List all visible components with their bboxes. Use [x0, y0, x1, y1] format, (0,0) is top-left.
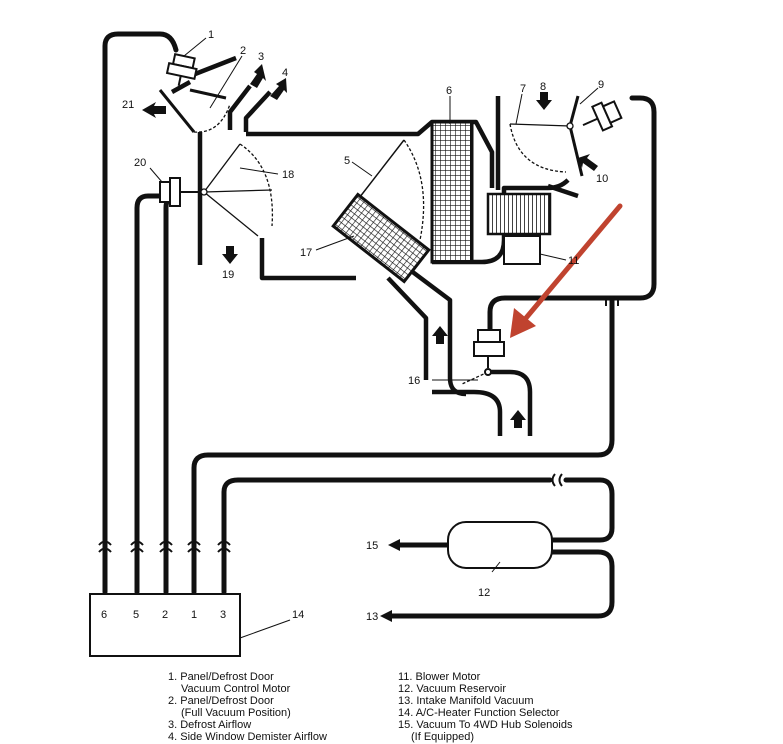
heater-core-17 [331, 192, 431, 284]
arrow-15 [388, 539, 400, 551]
callout-2: 2 [240, 45, 246, 57]
blower-motor-11 [486, 192, 567, 265]
hose-reservoir-to-13 [389, 549, 615, 619]
port-label-1: 1 [191, 609, 197, 621]
legend-item-13: 13. Intake Manifold Vacuum [398, 695, 534, 707]
demister-duct-b [243, 90, 272, 132]
callout-16: 16 [408, 375, 420, 387]
hose-reservoir-loop [549, 477, 615, 543]
demister-duct-a [227, 84, 252, 130]
callout-10: 10 [596, 173, 608, 185]
callout-9: 9 [598, 79, 604, 91]
callout-19: 19 [222, 269, 234, 281]
callout-15: 15 [366, 540, 378, 552]
callout-13: 13 [366, 611, 378, 623]
arrow-13 [380, 610, 392, 622]
vacuum-motor-1 [165, 53, 198, 86]
callout-3: 3 [258, 51, 264, 63]
legend-item-1-detail: Vacuum Control Motor [181, 683, 291, 695]
callout-12: 12 [478, 587, 490, 599]
legend-item-4: 4. Side Window Demister Airflow [168, 731, 327, 743]
port-label-5: 5 [133, 609, 139, 621]
port-label-2: 2 [162, 609, 168, 621]
hose-port-5 [134, 193, 163, 595]
callout-4: 4 [282, 67, 288, 79]
vacuum-hoses [102, 31, 657, 619]
defrost-door-blade [158, 89, 196, 133]
arrow-3 [250, 64, 266, 88]
legend-item-3: 3. Defrost Airflow [168, 719, 252, 731]
legend-left: 1. Panel/Defrost Door Vacuum Control Mot… [168, 671, 327, 743]
hose-connectors [98, 300, 619, 553]
recirc-door-assembly [509, 95, 584, 177]
callout-18: 18 [282, 169, 294, 181]
hose-port-6 [102, 31, 179, 595]
recirc-flap [547, 183, 579, 199]
defrost-door-blade-alt [189, 88, 227, 100]
hose-tee-to-motor9 [487, 95, 657, 333]
legend-right: 11. Blower Motor 12. Vacuum Reservoir 13… [398, 671, 572, 743]
selector-port-labels: 6 5 2 1 3 [101, 609, 226, 621]
callout-20: 20 [134, 157, 146, 169]
legend-item-1: 1. Panel/Defrost Door [168, 671, 274, 683]
defrost-door-swing-arc [193, 103, 231, 133]
outlet-pipe-left [432, 389, 503, 436]
mode-door-18 [200, 143, 274, 237]
callout-14: 14 [292, 609, 304, 621]
port-label-6: 6 [101, 609, 107, 621]
legend-item-2-detail: (Full Vacuum Position) [181, 707, 291, 719]
callout-7: 7 [520, 83, 526, 95]
callout-21: 21 [122, 99, 134, 111]
arrow-21 [142, 102, 166, 118]
lower-duct-left [386, 276, 429, 380]
hose-port-1 [191, 299, 615, 595]
arrow-8 [536, 92, 552, 110]
legend-item-12: 12. Vacuum Reservoir [398, 683, 507, 695]
evaporator-core-6 [430, 120, 474, 264]
vacuum-motor-20 [159, 177, 200, 207]
outlet-pipe-right [488, 369, 533, 436]
callout-11: 11 [568, 255, 579, 267]
airflow-arrows [142, 64, 598, 622]
arrow-outlet-up [510, 410, 526, 428]
callout-6: 6 [446, 85, 452, 97]
legend-item-2: 2. Panel/Defrost Door [168, 695, 274, 707]
legend-item-15-detail: (If Equipped) [411, 731, 474, 743]
hose-port-2 [163, 193, 178, 595]
callout-labels: 1 2 3 4 21 5 6 7 8 9 10 11 20 18 17 19 1… [122, 29, 608, 623]
highlight-arrow [510, 203, 623, 338]
vacuum-reservoir-12 [447, 521, 553, 569]
callout-1: 1 [208, 29, 214, 41]
arrow-19 [222, 246, 238, 264]
legend-item-15: 15. Vacuum To 4WD Hub Solenoids [398, 719, 573, 731]
arrow-4 [270, 78, 287, 100]
defrost-duct-flap [189, 55, 237, 79]
housing-lower-wall [259, 238, 356, 281]
defrost-door-assembly [158, 88, 231, 133]
callout-5: 5 [344, 155, 350, 167]
arrow-duct-up [432, 326, 448, 344]
callout-8: 8 [540, 81, 546, 93]
hose-port-3 [221, 477, 553, 595]
defrost-duct-left-wall [170, 80, 192, 94]
callout-17: 17 [300, 247, 312, 259]
legend-item-14: 14. A/C-Heater Function Selector [398, 707, 560, 719]
port-label-3: 3 [220, 609, 226, 621]
vacuum-motor-16 [461, 329, 505, 385]
leader-lines [149, 37, 599, 639]
legend-item-11: 11. Blower Motor [398, 671, 481, 683]
vacuum-motor-9 [582, 100, 623, 132]
arrow-10 [578, 154, 598, 171]
function-selector-14 [89, 593, 241, 657]
